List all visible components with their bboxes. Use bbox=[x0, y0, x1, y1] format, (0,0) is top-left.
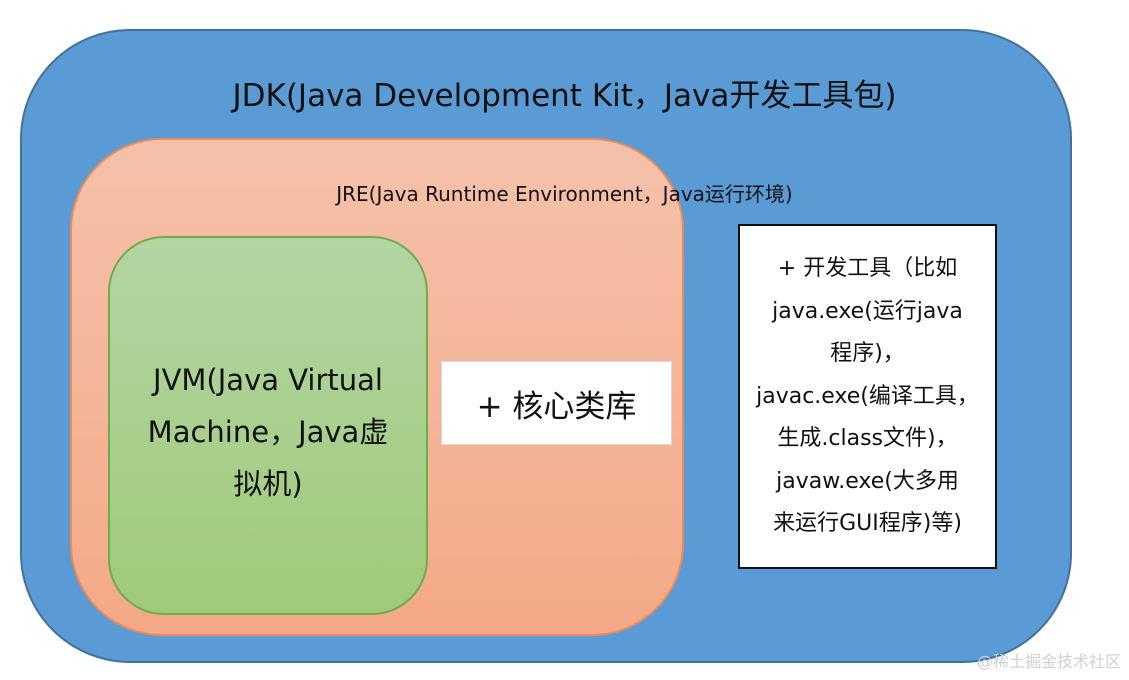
dev-tools-line: java.exe(运行java bbox=[772, 298, 963, 324]
dev-tools-line: + 开发工具（比如 bbox=[777, 256, 958, 281]
dev-tools-line: 来运行GUI程序)等) bbox=[773, 511, 962, 536]
jdk-label: JDK(Java Development Kit，Java开发工具包) bbox=[232, 78, 897, 114]
watermark: @稀土掘金技术社区 bbox=[976, 652, 1121, 671]
core-library-box: + 核心类库 bbox=[441, 361, 672, 445]
dev-tools-box bbox=[738, 224, 997, 569]
dev-tools-text: + 开发工具（比如 java.exe(运行java 程序)， javac.exe… bbox=[738, 248, 997, 546]
dev-tools-line: 程序)， bbox=[830, 341, 905, 366]
jvm-label: JVM(Java Virtual Machine，Java虚 拟机) bbox=[116, 354, 420, 510]
jvm-label-line: Machine，Java虚 bbox=[147, 415, 389, 449]
jvm-label-line: 拟机) bbox=[233, 467, 303, 501]
dev-tools-line: javac.exe(编译工具， bbox=[756, 383, 979, 409]
jvm-label-line: JVM(Java Virtual bbox=[153, 363, 383, 397]
core-library-label: + 核心类库 bbox=[476, 388, 637, 425]
jvm-container bbox=[108, 236, 428, 615]
jre-label: JRE(Java Runtime Environment，Java运行环境) bbox=[336, 182, 793, 206]
dev-tools-line: 生成.class文件)， bbox=[777, 426, 958, 451]
dev-tools-line: javaw.exe(大多用 bbox=[776, 468, 959, 494]
